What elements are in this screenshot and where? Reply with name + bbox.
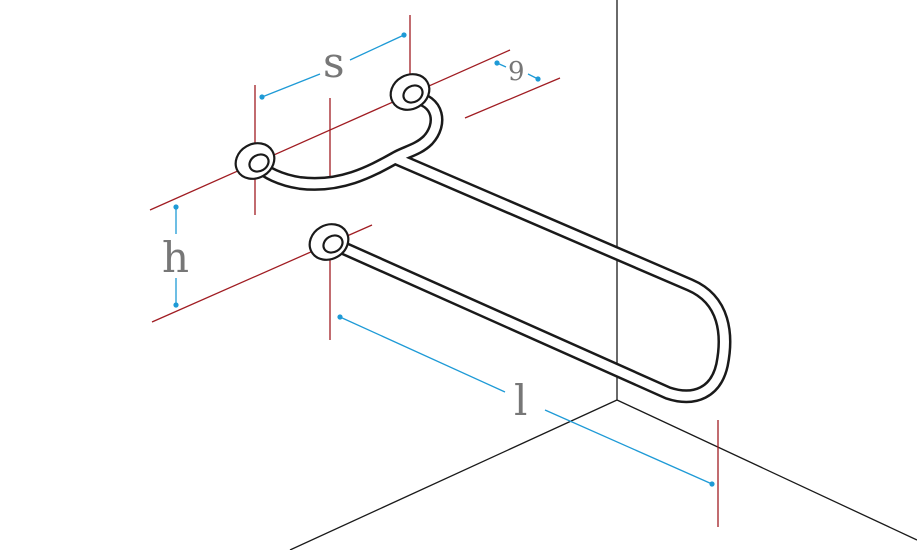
flange-upper-rear [389, 73, 431, 111]
label-h: h [162, 233, 189, 282]
room-corner [289, 0, 917, 550]
dim-dot-s-right [401, 32, 407, 38]
dim-dot-h-bottom [173, 302, 179, 308]
label-g: 9 [508, 57, 525, 87]
floor-left-edge [289, 399, 618, 550]
dim-dot-s-left [259, 94, 265, 100]
dim-dot-g-right [535, 76, 541, 82]
extension-lines [149, 15, 719, 527]
label-s: s [323, 38, 345, 87]
dim-dot-h-top [173, 204, 179, 210]
dim-line-l-a [339, 316, 506, 393]
dim-line-s-b [349, 34, 405, 61]
dimension-lines [173, 32, 715, 487]
dim-line-s-a [261, 73, 321, 98]
dim-line-l-b [544, 409, 713, 485]
dim-dot-l-end [709, 481, 715, 487]
dim-dot-l-start [337, 314, 343, 320]
label-l: l [514, 376, 527, 425]
grab-bar-tube-core [253, 92, 729, 401]
grab-bar [251, 90, 732, 404]
flange-lower [308, 223, 350, 261]
floor-right-edge [616, 399, 917, 541]
ext-line-g-rear [464, 77, 561, 119]
dim-dot-g-left [494, 60, 500, 66]
wall-flanges [234, 73, 431, 261]
flange-upper-front [234, 142, 276, 180]
